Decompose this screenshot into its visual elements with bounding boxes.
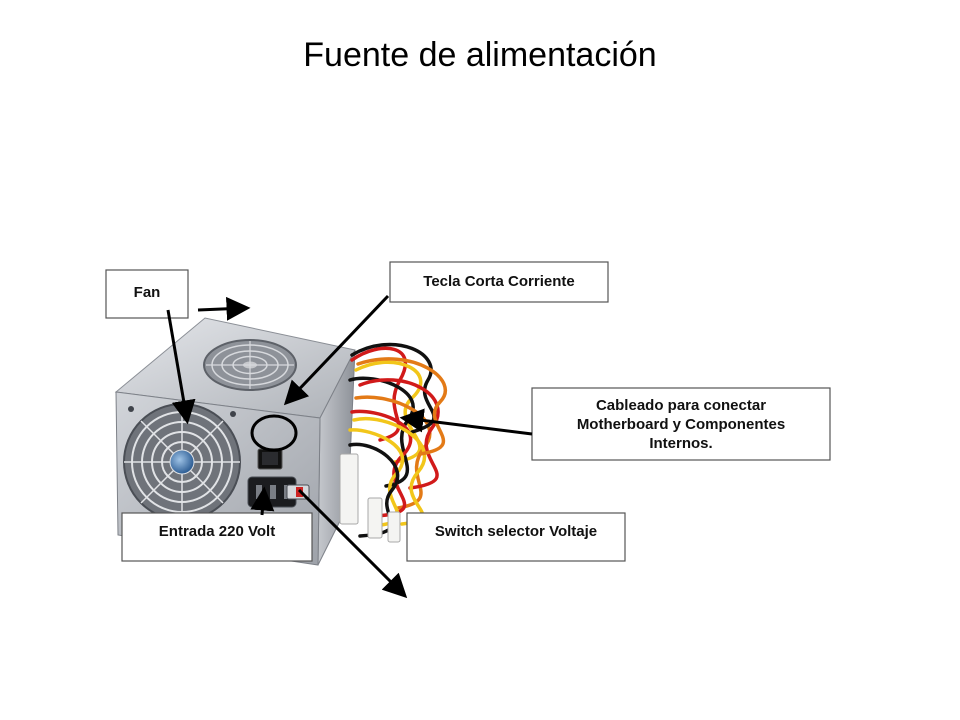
label-power-input-text: Entrada 220 Volt (159, 523, 275, 540)
slide-title: Fuente de alimentación (303, 36, 657, 74)
label-fan-text: Fan (134, 284, 161, 301)
arrow-cabling (399, 408, 533, 436)
label-cabling-line-3: Internos. (649, 435, 712, 452)
label-cabling: Cableado para conectar Motherboard y Com… (531, 387, 831, 461)
label-cabling-line-2: Motherboard y Componentes (577, 416, 785, 433)
arrow-power-switch (283, 294, 390, 406)
arrow-airflow (197, 296, 251, 321)
label-power-input: Entrada 220 Volt (121, 512, 313, 562)
label-power-switch: Tecla Corta Corriente (389, 261, 609, 303)
arrow-voltage-selector (297, 488, 408, 599)
wire-bundle (348, 342, 448, 538)
wire-connectors (339, 453, 401, 543)
label-voltage-selector: Switch selector Voltaje (406, 512, 626, 562)
label-fan: Fan (105, 269, 189, 319)
label-cabling-line-1: Cableado para conectar (596, 397, 766, 414)
label-voltage-selector-text: Switch selector Voltaje (435, 523, 597, 540)
arrow-fan (166, 309, 196, 425)
top-fan-icon (203, 339, 297, 391)
switch-highlight-circle (250, 414, 298, 452)
label-power-switch-text: Tecla Corta Corriente (423, 273, 574, 290)
arrow-power-input (250, 486, 275, 516)
power-switch-icon (257, 448, 283, 470)
